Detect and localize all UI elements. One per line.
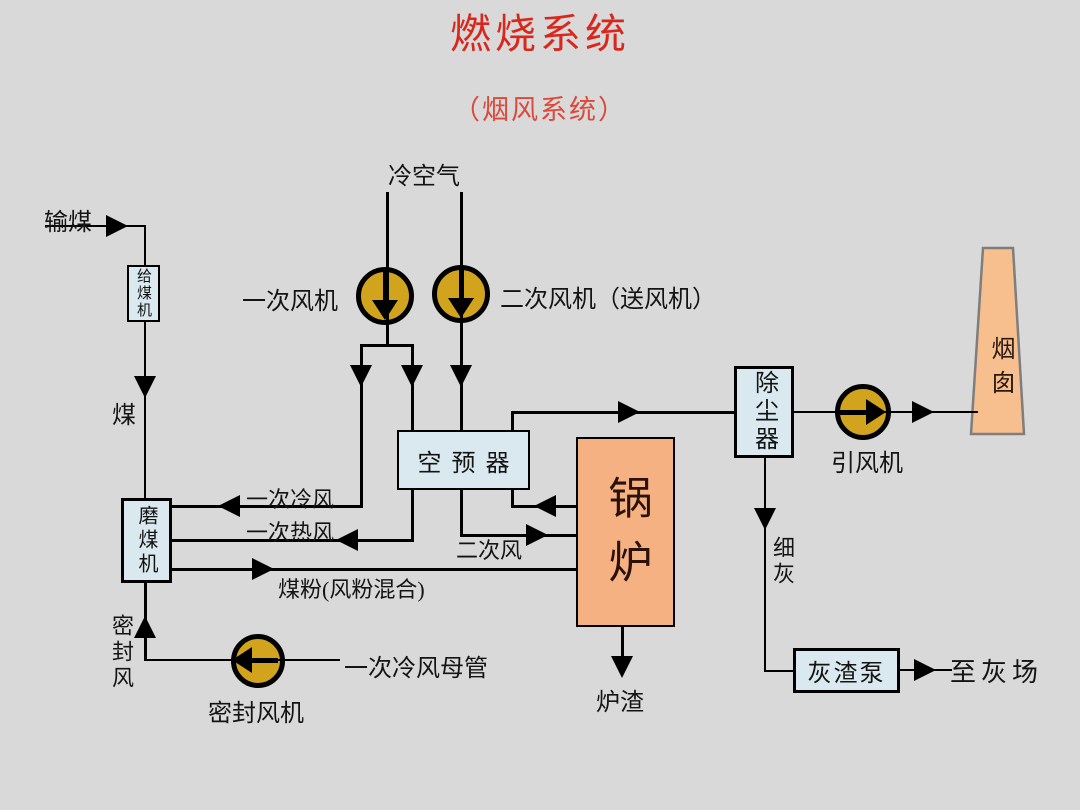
coal-mill-box: 磨煤机	[121, 498, 172, 583]
coal-feeder-box: 给煤机	[127, 265, 160, 322]
page-title: 燃烧系统	[450, 11, 630, 57]
secondary-fan-arrow-head	[448, 298, 474, 318]
line-flue-preheater-bottom	[511, 489, 514, 508]
arrow-primary-cold-air	[218, 495, 240, 517]
label-coal: 煤	[112, 403, 136, 429]
label-seal-air: 密封风	[109, 614, 134, 692]
line-flue-to-chimney	[794, 411, 978, 413]
line-split-left-branch	[360, 344, 363, 508]
boiler-label: 锅炉	[601, 475, 651, 603]
arrow-secondary-air	[526, 524, 548, 546]
line-feeder-to-mill	[144, 322, 146, 498]
arrow-split-right	[401, 365, 423, 387]
air-preheater-box: 空预器	[397, 430, 530, 490]
page-subtitle: （烟风系统）	[453, 95, 627, 125]
line-secondary-air	[460, 534, 576, 537]
line-coldair-fan1	[386, 192, 389, 346]
coal-feeder-label: 给煤机	[135, 268, 151, 319]
arrow-fine-ash	[754, 508, 776, 530]
arrow-flue-to-preheater	[534, 495, 556, 517]
label-to-ash-yard: 至灰场	[950, 658, 1044, 687]
arrow-coal-powder	[252, 558, 274, 580]
arrow-furnace-slag	[611, 656, 633, 678]
label-coal-transport: 输煤	[44, 210, 92, 236]
label-coal-powder: 煤粉(风粉混合)	[278, 577, 425, 602]
line-furnace-slag	[621, 627, 624, 659]
primary-fan-arrow-shaft	[383, 272, 388, 300]
line-coal-powder	[172, 568, 576, 571]
secondary-fan-arrow-shaft	[459, 270, 464, 298]
chimney-label: 烟囱	[987, 336, 1013, 404]
air-preheater-label: 空预器	[417, 450, 520, 477]
arrow-fan2-down	[450, 365, 472, 387]
arrow-coal-down	[134, 376, 156, 398]
line-preheater-to-secondary	[460, 489, 463, 537]
arrow-to-ash-yard	[914, 659, 936, 681]
ash-slag-pump-box: 灰渣泵	[793, 648, 900, 693]
label-cold-air: 冷空气	[388, 164, 460, 190]
idf-arrow-head	[866, 399, 886, 425]
label-secondary-air: 二次风	[456, 538, 523, 563]
seal-fan-arrow-head	[232, 647, 252, 673]
label-primary-cold-air: 一次冷风	[246, 487, 335, 512]
coal-mill-label: 磨煤机	[135, 504, 157, 577]
chimney-shape	[969, 246, 1026, 436]
arrow-split-left	[350, 365, 372, 387]
line-into-feeder	[144, 225, 146, 265]
label-furnace-slag: 炉渣	[596, 690, 644, 716]
line-split-right-branch	[411, 344, 414, 432]
ash-slag-pump-label: 灰渣泵	[807, 661, 886, 687]
arrow-coal-transport	[106, 215, 128, 237]
primary-fan-arrow-head	[372, 300, 398, 320]
label-primary-hot-air: 一次热风	[246, 520, 335, 545]
seal-fan-arrow-shaft	[252, 658, 278, 663]
label-secondary-fan: 二次风机（送风机）	[500, 287, 716, 313]
idf-arrow-shaft	[840, 410, 866, 415]
line-coal-transport	[45, 225, 146, 227]
arrow-flue-to-chimney	[912, 401, 934, 423]
label-primary-cold-air-header: 一次冷风母管	[344, 656, 488, 682]
arrow-seal-air-up	[134, 616, 156, 638]
label-seal-fan: 密封风机	[208, 701, 304, 727]
line-fan1-split	[360, 344, 414, 347]
line-primary-cold-air	[172, 505, 362, 508]
line-flue-preheater-top	[511, 411, 514, 432]
boiler-box: 锅炉	[576, 437, 675, 627]
label-induced-draft-fan: 引风机	[831, 451, 903, 477]
line-to-ash-pump	[764, 670, 794, 672]
dust-collector-label: 除尘器	[750, 370, 777, 454]
dust-collector-box: 除尘器	[734, 366, 794, 458]
line-primary-hot-air	[172, 539, 414, 542]
arrow-flue-to-duster	[618, 401, 640, 423]
arrow-primary-hot-air	[336, 529, 358, 551]
label-fine-ash: 细灰	[766, 536, 798, 588]
label-primary-fan: 一次风机	[242, 289, 338, 315]
line-fine-ash	[764, 458, 766, 672]
line-preheater-to-hotair	[411, 489, 414, 541]
